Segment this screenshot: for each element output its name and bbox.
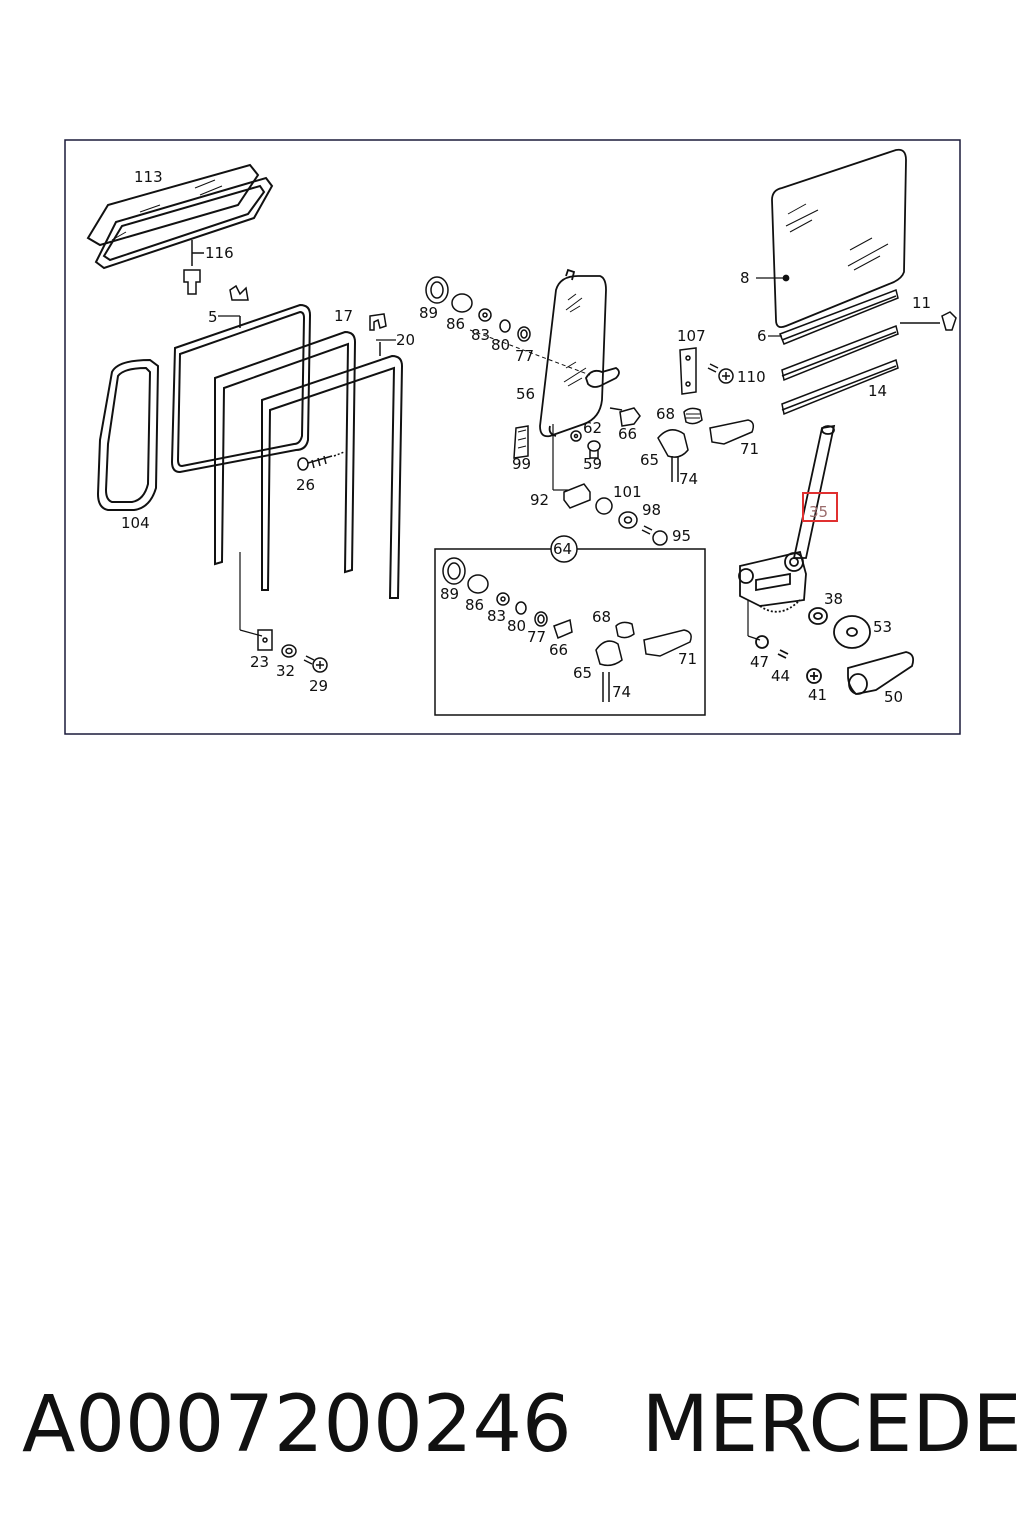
callout-66: 66 xyxy=(618,425,637,443)
vent-window-frame xyxy=(86,163,274,270)
callout-86: 86 xyxy=(446,315,465,333)
callout-92: 92 xyxy=(530,491,549,509)
callout-113: 113 xyxy=(134,168,163,186)
washers-101-98-95 xyxy=(595,497,668,546)
callout-inset-83: 83 xyxy=(487,607,506,625)
callout-inset-74: 74 xyxy=(612,683,631,701)
callout-95: 95 xyxy=(672,527,691,545)
callout-47: 47 xyxy=(750,653,769,671)
vent-hardware xyxy=(513,407,641,509)
callout-77: 77 xyxy=(515,347,534,365)
handle-parts-row-top xyxy=(425,276,591,376)
callout-98: 98 xyxy=(642,501,661,519)
clip-116-icon xyxy=(183,240,249,301)
callout-29: 29 xyxy=(309,677,328,695)
brand-name: MERCEDES xyxy=(641,1380,1024,1470)
callout-6: 6 xyxy=(757,327,767,345)
callout-64: 64 xyxy=(553,540,572,558)
callout-inset-71: 71 xyxy=(678,650,697,668)
callouts: 113 116 5 17 20 104 26 23 32 29 89 86 83… xyxy=(121,168,931,706)
frame-clip-20-icon xyxy=(239,313,387,356)
inset-box-64 xyxy=(434,548,706,716)
callout-56: 56 xyxy=(516,385,535,403)
callout-99: 99 xyxy=(512,455,531,473)
callout-110: 110 xyxy=(737,368,766,386)
callout-65: 65 xyxy=(640,451,659,469)
part-number: A0007200246 xyxy=(22,1380,572,1470)
callout-59: 59 xyxy=(583,455,602,473)
leader-lines xyxy=(218,277,784,341)
callout-5: 5 xyxy=(208,308,218,326)
callout-32: 32 xyxy=(276,662,295,680)
glass-channels xyxy=(779,288,957,416)
callout-8: 8 xyxy=(740,269,750,287)
callout-26: 26 xyxy=(296,476,315,494)
diagram-frame xyxy=(64,139,961,735)
callout-101: 101 xyxy=(613,483,642,501)
window-frames xyxy=(170,303,404,637)
vent-glass-56 xyxy=(539,268,620,491)
callout-inset-86: 86 xyxy=(465,596,484,614)
callout-inset-65: 65 xyxy=(573,664,592,682)
callout-83: 83 xyxy=(471,326,490,344)
window-seal-104 xyxy=(96,358,160,511)
callout-80: 80 xyxy=(491,336,510,354)
bracket-107 xyxy=(679,347,734,395)
callout-116: 116 xyxy=(205,244,234,262)
fasteners-23-32-29 xyxy=(257,629,328,673)
inset-parts xyxy=(442,557,692,702)
callout-62: 62 xyxy=(583,419,602,437)
callout-inset-80: 80 xyxy=(507,617,526,635)
caption: A0007200246 MERCEDES xyxy=(22,1370,1024,1480)
callout-17: 17 xyxy=(334,307,353,325)
callout-107: 107 xyxy=(677,327,706,345)
callout-inset-89: 89 xyxy=(440,585,459,603)
callout-41: 41 xyxy=(808,686,827,704)
callout-23: 23 xyxy=(250,653,269,671)
screw-26-icon xyxy=(297,451,345,471)
highlight-box xyxy=(802,492,838,522)
callout-38: 38 xyxy=(824,590,843,608)
callout-53: 53 xyxy=(873,618,892,636)
callout-inset-77: 77 xyxy=(527,628,546,646)
callout-inset-66: 66 xyxy=(549,641,568,659)
inset-badge-64 xyxy=(550,535,578,563)
callout-104: 104 xyxy=(121,514,150,532)
callout-11: 11 xyxy=(912,294,931,312)
callout-14: 14 xyxy=(868,382,887,400)
callout-35-highlighted: 35 xyxy=(809,503,828,521)
callout-44: 44 xyxy=(771,667,790,685)
callout-20: 20 xyxy=(396,331,415,349)
crank-handle-top xyxy=(657,407,755,482)
callout-inset-68: 68 xyxy=(592,608,611,626)
callout-71: 71 xyxy=(740,440,759,458)
callout-50: 50 xyxy=(884,688,903,706)
callout-74: 74 xyxy=(679,470,698,488)
callout-68: 68 xyxy=(656,405,675,423)
parts-diagram: 113 116 5 17 20 104 26 23 32 29 89 86 83… xyxy=(64,139,961,735)
callout-89: 89 xyxy=(419,304,438,322)
main-glass-8 xyxy=(771,148,907,329)
